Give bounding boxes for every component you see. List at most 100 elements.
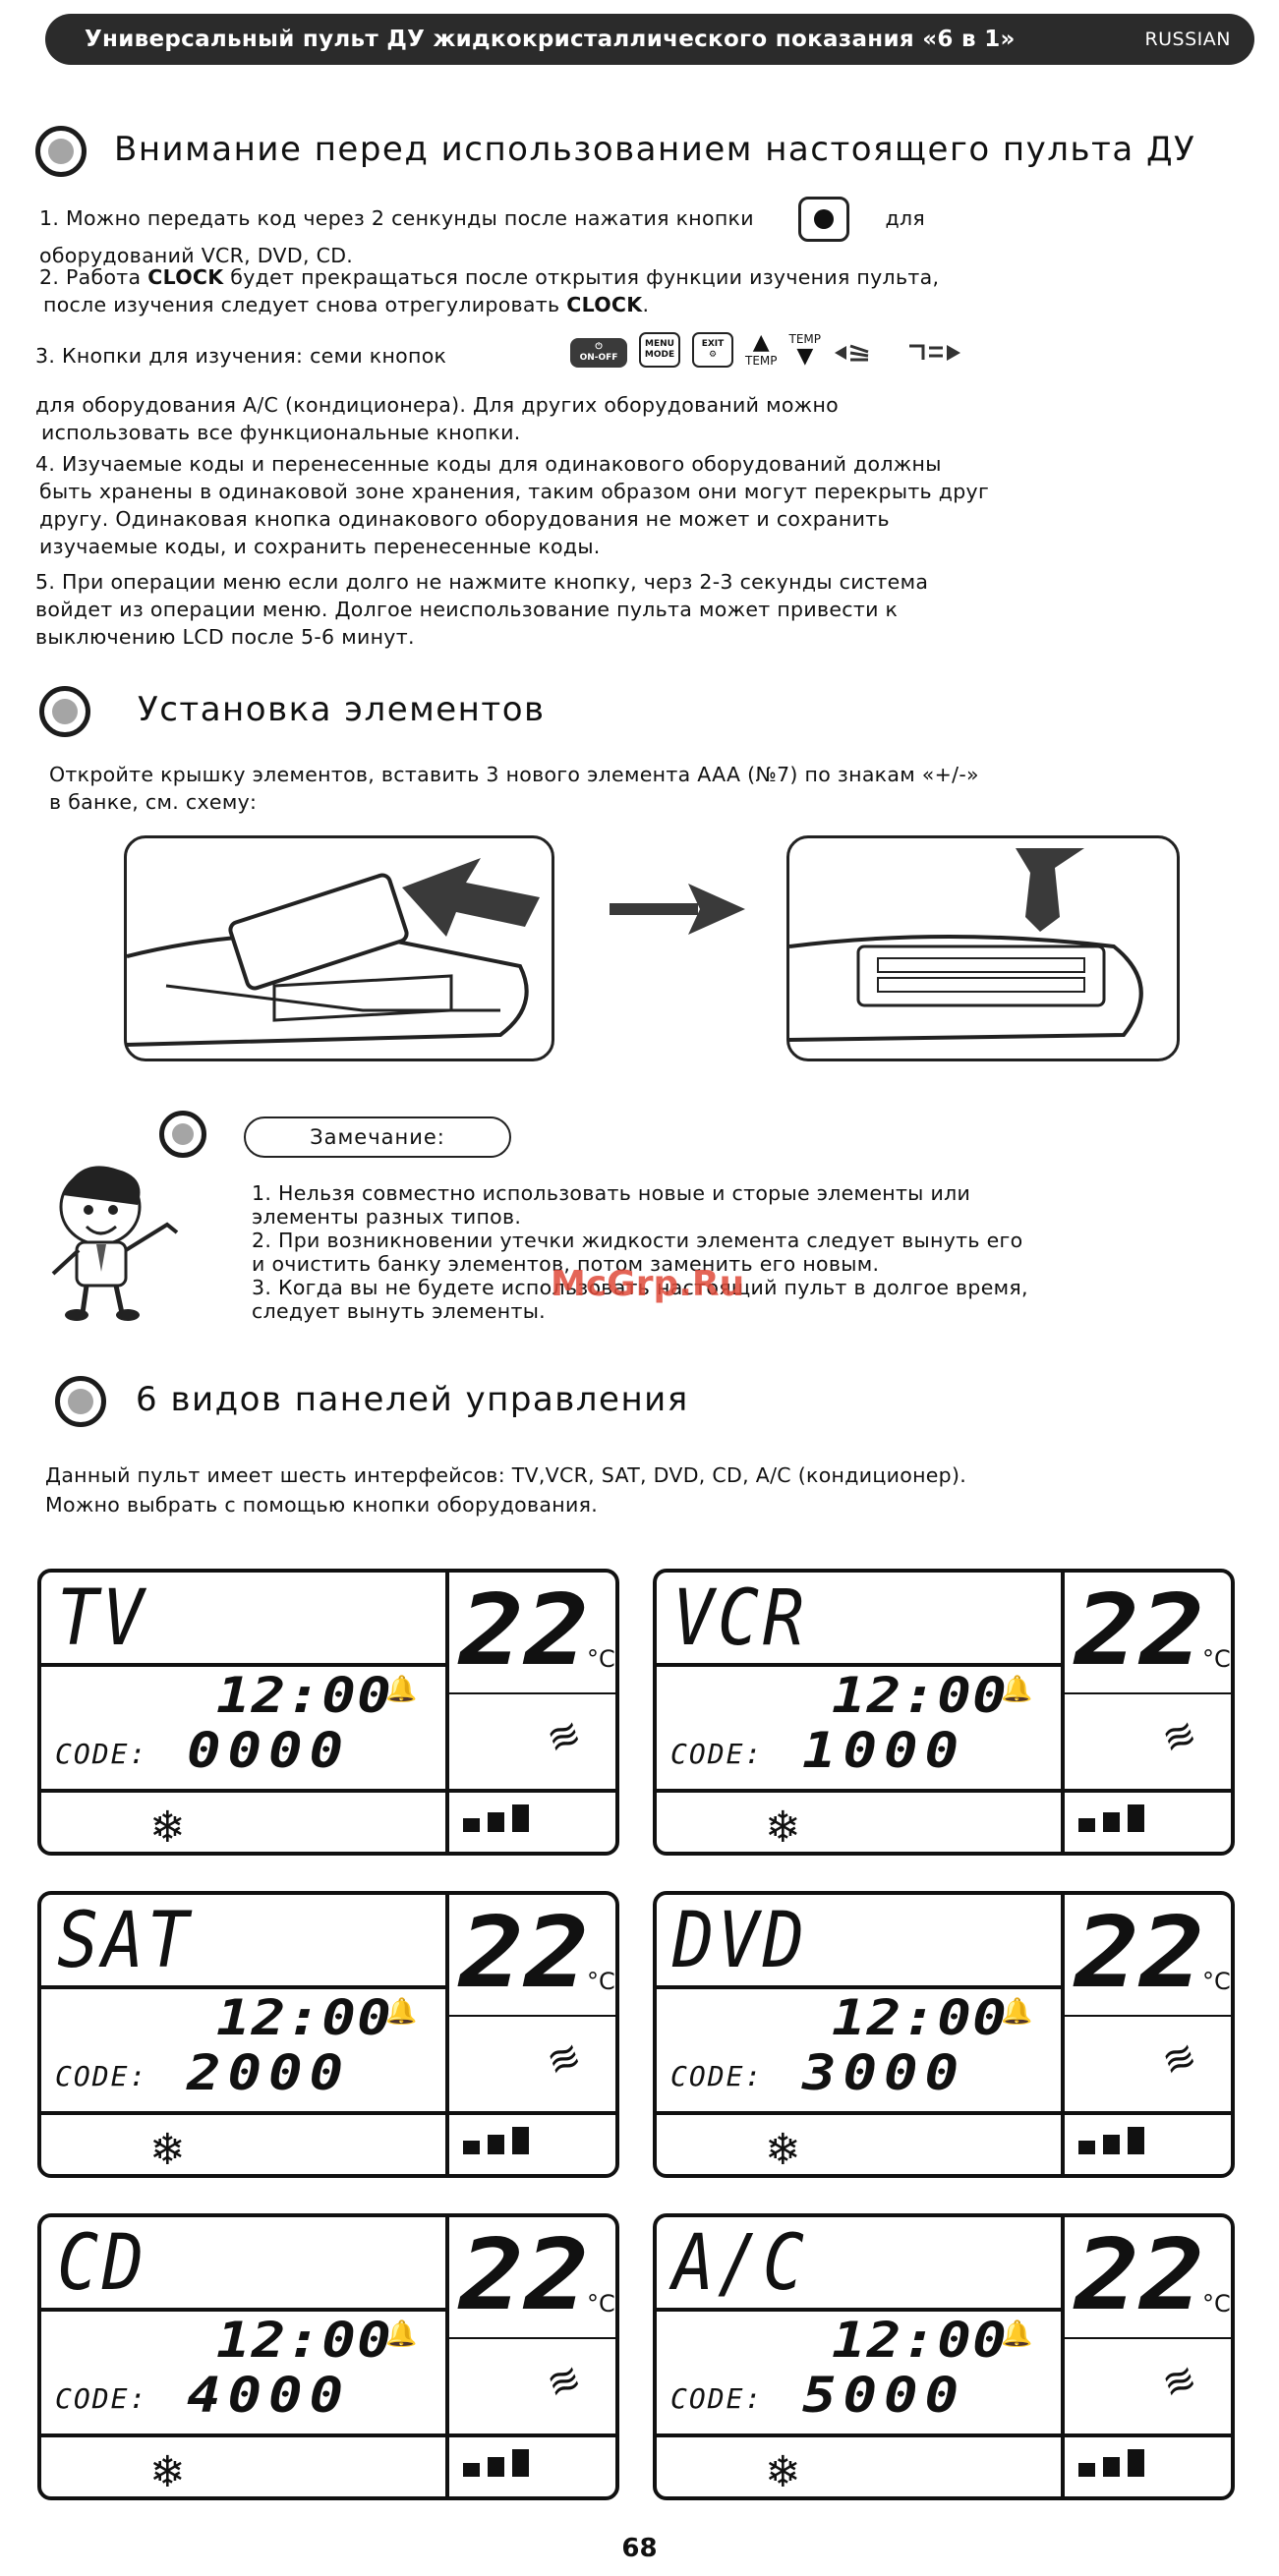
panels-intro: Данный пульт имеет шесть интерфейсов: TV… xyxy=(45,1460,1264,1519)
item-5-line: войдет из операции меню. Долгое неисполь… xyxy=(35,598,899,621)
fan-speed-bar xyxy=(1103,1812,1120,1832)
alarm-bell-icon: 🔔 xyxy=(385,1997,418,2027)
snowflake-icon: ❄ xyxy=(765,2125,801,2175)
lcd-time-code-area: 12:00 🔔 CODE: 4000 xyxy=(41,2312,449,2437)
note-line: элементы разных типов. xyxy=(252,1205,522,1229)
temp-label: TEMP xyxy=(745,354,778,368)
lcd-code-value: 2000 xyxy=(187,2044,351,2101)
record-button-icon xyxy=(797,197,849,242)
item-3-text-line3: использовать все функциональные кнопки. xyxy=(41,421,521,444)
lcd-mode-text: DVD xyxy=(672,1897,808,1985)
lcd-mode-text: A/C xyxy=(672,2219,808,2308)
snowflake-icon: ❄ xyxy=(149,2125,186,2175)
celsius-unit: °C xyxy=(587,2290,615,2318)
note-bullet-icon xyxy=(159,1111,206,1158)
battery-cover-open-illustration xyxy=(124,835,554,1061)
lcd-mode-text: CD xyxy=(57,2219,147,2308)
note-line: и очистить банку элементов, потом замени… xyxy=(252,1252,880,1276)
lcd-mode-area: CD xyxy=(41,2217,449,2312)
alarm-bell-icon: 🔔 xyxy=(385,2319,418,2349)
lcd-mode-area: VCR xyxy=(657,1573,1065,1667)
item-5-line: 5. При операции меню если долго не нажми… xyxy=(35,570,929,594)
lcd-temperature: 22 xyxy=(1075,2217,1205,2332)
battery-notes: 1. Нельзя совместно использовать новые и… xyxy=(252,1181,1235,1323)
section-heading-panels: 6 видов панелей управления xyxy=(136,1380,689,1419)
lcd-time: 12:00 xyxy=(832,1989,1008,2046)
lcd-mode-icon-area: ❄ xyxy=(41,1793,449,1853)
fan-speed-bar xyxy=(1078,2463,1095,2477)
lcd-temperature: 22 xyxy=(1075,1573,1205,1688)
fan-speed-bar xyxy=(488,2135,504,2154)
fan-speed-bars-icon xyxy=(463,2449,529,2477)
item-4-line: быть хранены в одинаковой зоне хранения,… xyxy=(39,480,990,503)
lcd-time: 12:00 xyxy=(832,1667,1008,1724)
lcd-time-code-area: 12:00 🔔 CODE: 0000 xyxy=(41,1667,449,1793)
alarm-bell-icon: 🔔 xyxy=(1001,1997,1033,2027)
fan-speed-bar xyxy=(1128,1804,1144,1832)
item-2-text-line2: после изучения следует снова отрегулиров… xyxy=(43,293,567,316)
fan-speed-bar xyxy=(1078,1818,1095,1832)
temp-down-key-icon: TEMP ▼ xyxy=(789,332,822,368)
section-heading-batteries: Установка элементов xyxy=(138,690,546,729)
lcd-time-code-area: 12:00 🔔 CODE: 1000 xyxy=(657,1667,1065,1793)
lcd-time: 12:00 xyxy=(216,2312,392,2369)
lcd-time: 12:00 xyxy=(216,1989,392,2046)
battery-text-line: Откройте крышку элементов, вставить 3 но… xyxy=(49,763,979,786)
lcd-fan-area: ≋ xyxy=(1065,2339,1231,2437)
lcd-mode-icon-area: ❄ xyxy=(41,2115,449,2175)
lcd-fan-area: ≋ xyxy=(449,2339,615,2437)
lcd-mode-area: SAT xyxy=(41,1895,449,1989)
lcd-mode-icon-area: ❄ xyxy=(41,2437,449,2496)
note-label-bubble: Замечание: xyxy=(244,1116,511,1158)
fan-speed-bar xyxy=(463,2141,480,2154)
celsius-unit: °C xyxy=(1202,1645,1231,1673)
snowflake-icon: ❄ xyxy=(149,1803,186,1853)
fan-speed-bar xyxy=(1103,2135,1120,2154)
fan-speed-bar xyxy=(488,1812,504,1832)
fan-swing-icon: ≋ xyxy=(1156,1709,1203,1764)
note-line: 3. Когда вы не будете использовать насто… xyxy=(252,1276,1028,1299)
lcd-code-value: 1000 xyxy=(802,1722,966,1779)
lcd-mode-icon-area: ❄ xyxy=(657,2115,1065,2175)
lcd-time-code-area: 12:00 🔔 CODE: 5000 xyxy=(657,2312,1065,2437)
lcd-code-label: CODE: xyxy=(55,2382,148,2415)
snowflake-icon: ❄ xyxy=(765,2447,801,2497)
fan-swing-icon: ≋ xyxy=(541,2354,588,2409)
arrow-right-icon xyxy=(610,875,747,955)
battery-text-line: в банке, см. схему: xyxy=(49,790,258,814)
lcd-code-value: 4000 xyxy=(187,2367,351,2424)
attention-item-5: 5. При операции меню если долго не нажми… xyxy=(35,568,1264,651)
temp-label: TEMP xyxy=(788,332,822,346)
document-title: Универсальный пульт ДУ жидкокристалличес… xyxy=(85,27,1016,52)
item-3-text: 3. Кнопки для изучения: семи кнопок xyxy=(35,344,447,368)
temp-up-key-icon: ▲ TEMP xyxy=(745,332,778,369)
fan-direction-key-icon xyxy=(833,338,892,368)
fan-speed-bar xyxy=(512,1804,529,1832)
lcd-speed-area xyxy=(449,1793,615,1852)
clock-label: CLOCK xyxy=(566,293,643,316)
celsius-unit: °C xyxy=(1202,2290,1231,2318)
down-arrow-icon: ▼ xyxy=(796,344,814,369)
section-bullet-icon xyxy=(55,1376,106,1427)
lcd-time: 12:00 xyxy=(832,2312,1008,2369)
fan-speed-bar xyxy=(463,1818,480,1832)
exit-key-icon: EXIT⚙ xyxy=(692,332,733,368)
celsius-unit: °C xyxy=(587,1645,615,1673)
lcd-temp-area: 22 °C xyxy=(449,2217,615,2339)
item-4-line: другу. Одинаковая кнопка одинакового обо… xyxy=(39,507,890,531)
lcd-mode-area: TV xyxy=(41,1573,449,1667)
lcd-code-value: 5000 xyxy=(802,2367,966,2424)
watermark: McGrp.Ru xyxy=(551,1264,745,1304)
language-label: RUSSIAN xyxy=(1144,29,1231,50)
battery-instructions: Откройте крышку элементов, вставить 3 но… xyxy=(49,761,1249,816)
item-2-text: 2. Работа xyxy=(39,265,148,289)
lcd-code-label: CODE: xyxy=(55,1738,148,1770)
note-line: 1. Нельзя совместно использовать новые и… xyxy=(252,1181,971,1205)
item-1-text-end: для xyxy=(885,206,926,230)
lcd-temp-area: 22 °C xyxy=(1065,1573,1231,1694)
section-bullet-icon xyxy=(35,126,87,177)
lcd-mode-text: SAT xyxy=(57,1897,193,1985)
lcd-time-code-area: 12:00 🔔 CODE: 2000 xyxy=(41,1989,449,2115)
